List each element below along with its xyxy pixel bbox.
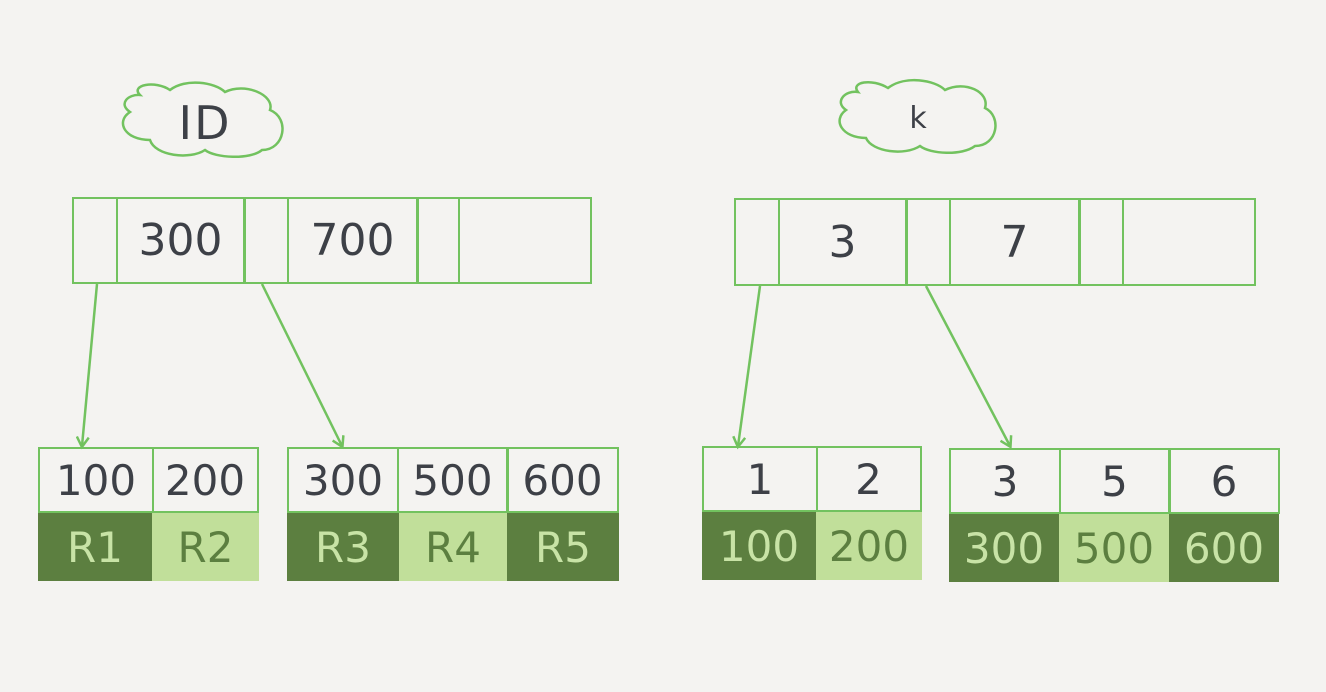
root-empty-cell [1121, 198, 1256, 286]
id-leaf-2-last-key: 600 [506, 447, 619, 513]
leaf-key-cell: 500 [396, 447, 509, 513]
arrow-k-root-to-leaf2 [924, 285, 1010, 446]
leaf-row-value: R3 [287, 513, 399, 581]
k-leaf-1: 1 2 100 200 [702, 446, 922, 580]
root-pointer-cell [1078, 198, 1124, 286]
id-tree-title: ID [178, 96, 232, 150]
leaf-key-cell: 2 [815, 446, 922, 512]
k-root-node: 3 7 [734, 198, 1256, 286]
root-pointer-cell [734, 198, 780, 286]
leaf-key-cell: 600 [506, 447, 619, 513]
arrow-id-root-to-leaf1 [82, 283, 99, 446]
leaf-row-value: R4 [399, 513, 507, 581]
root-pointer-cell [243, 197, 289, 284]
leaf-key-cell: 200 [151, 447, 259, 513]
root-key-cell: 7 [948, 198, 1081, 286]
leaf-row-value: 500 [1059, 514, 1169, 582]
leaf-key-cell: 5 [1058, 448, 1171, 514]
leaf-row-value: 600 [1169, 514, 1279, 582]
arrow-id-root-to-leaf2 [260, 283, 342, 446]
root-key-cell: 300 [115, 197, 246, 284]
root-pointer-cell [72, 197, 118, 284]
leaf-row-value: R2 [152, 513, 259, 581]
k-cloud-icon [838, 78, 997, 154]
id-root-node: 300 700 [72, 197, 592, 284]
root-pointer-cell [416, 197, 460, 284]
leaf-key-cell: 3 [949, 448, 1061, 514]
id-leaf-2: 300 500 R3 R4 R5 [287, 447, 619, 581]
id-cloud-icon [121, 81, 284, 158]
k-tree-title: k [909, 100, 927, 136]
leaf-key-cell: 100 [38, 447, 154, 513]
leaf-key-cell: 300 [287, 447, 399, 513]
leaf-row-value: 100 [702, 512, 816, 580]
arrow-k-root-to-leaf1 [738, 285, 762, 446]
leaf-row-value: R5 [507, 513, 619, 581]
leaf-key-cell: 6 [1168, 448, 1280, 514]
root-pointer-cell [905, 198, 951, 286]
k-leaf-2: 3 5 6 300 500 600 [949, 448, 1280, 582]
id-leaf-1: 100 200 R1 R2 [38, 447, 259, 581]
leaf-row-value: R1 [38, 513, 152, 581]
leaf-key-cell: 1 [702, 446, 818, 512]
root-empty-cell [457, 197, 592, 284]
leaf-row-value: 300 [949, 514, 1059, 582]
root-key-cell: 700 [286, 197, 419, 284]
root-key-cell: 3 [777, 198, 908, 286]
leaf-row-value: 200 [816, 512, 922, 580]
